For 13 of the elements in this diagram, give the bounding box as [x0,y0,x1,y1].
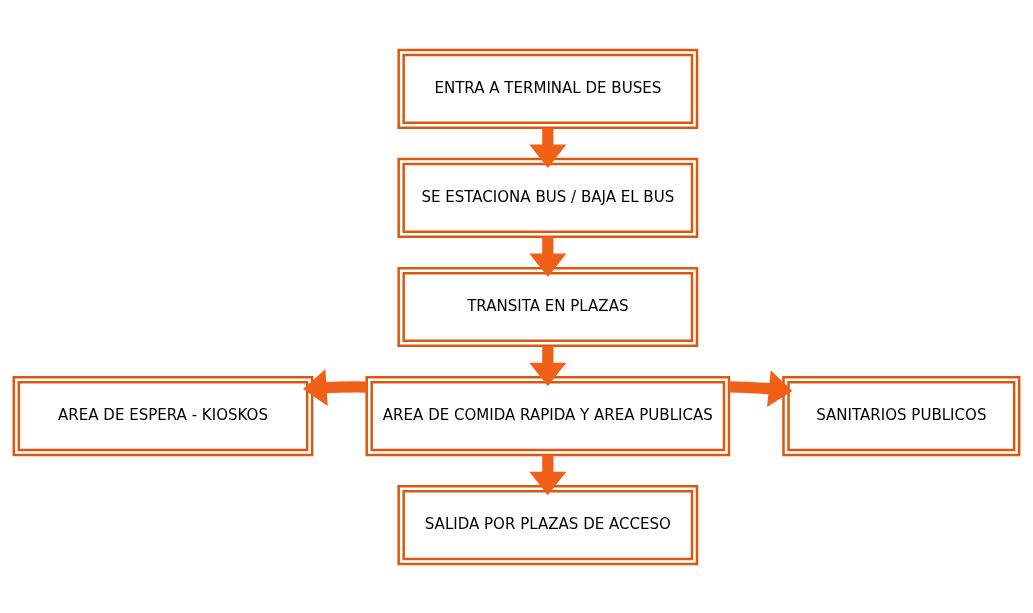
node-box: TRANSITA EN PLAZAS [397,266,699,347]
node-box: AREA DE COMIDA RAPIDA Y AREA PUBLICAS [365,375,731,456]
arrow [303,368,367,406]
arrow [529,454,567,495]
node-box: ENTRA A TERMINAL DE BUSES [397,48,699,129]
node-box: SE ESTACIONA BUS / BAJA EL BUS [397,157,699,238]
node-box: SANITARIOS PUBLICOS [782,375,1021,456]
arrow [529,127,567,168]
arrow [729,369,793,407]
node-box: SALIDA POR PLAZAS DE ACCESO [397,484,699,565]
arrow [529,345,567,386]
arrow [529,236,567,277]
node-box: AREA DE ESPERA - KIOSKOS [12,375,314,456]
